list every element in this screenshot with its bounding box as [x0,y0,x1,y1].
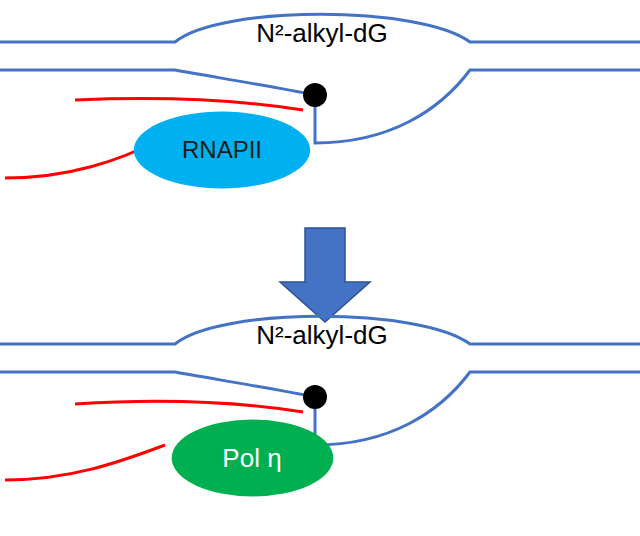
rna-strand [75,98,303,110]
enzyme-name: Pol η [222,443,281,474]
dna-strand [315,70,640,143]
block-arrow [280,228,370,322]
transition-arrow [280,228,370,322]
ellipse-shape [134,112,310,189]
enzyme-ellipse: RNAPII [132,110,312,190]
rna-strand [5,445,165,480]
adduct-label: N²-alkyl-dG [256,18,387,49]
adduct-label: N²-alkyl-dG [256,320,387,351]
ellipse-shape [171,420,333,497]
top-panel [0,14,640,178]
adduct-dot [303,83,327,107]
rna-strand [75,401,303,412]
dna-strand [0,70,315,95]
dna-strand [0,372,315,397]
enzyme-name: RNAPII [182,136,262,164]
dna-strand [315,372,640,445]
adduct-dot [303,385,327,409]
enzyme-ellipse: Pol η [170,418,335,498]
